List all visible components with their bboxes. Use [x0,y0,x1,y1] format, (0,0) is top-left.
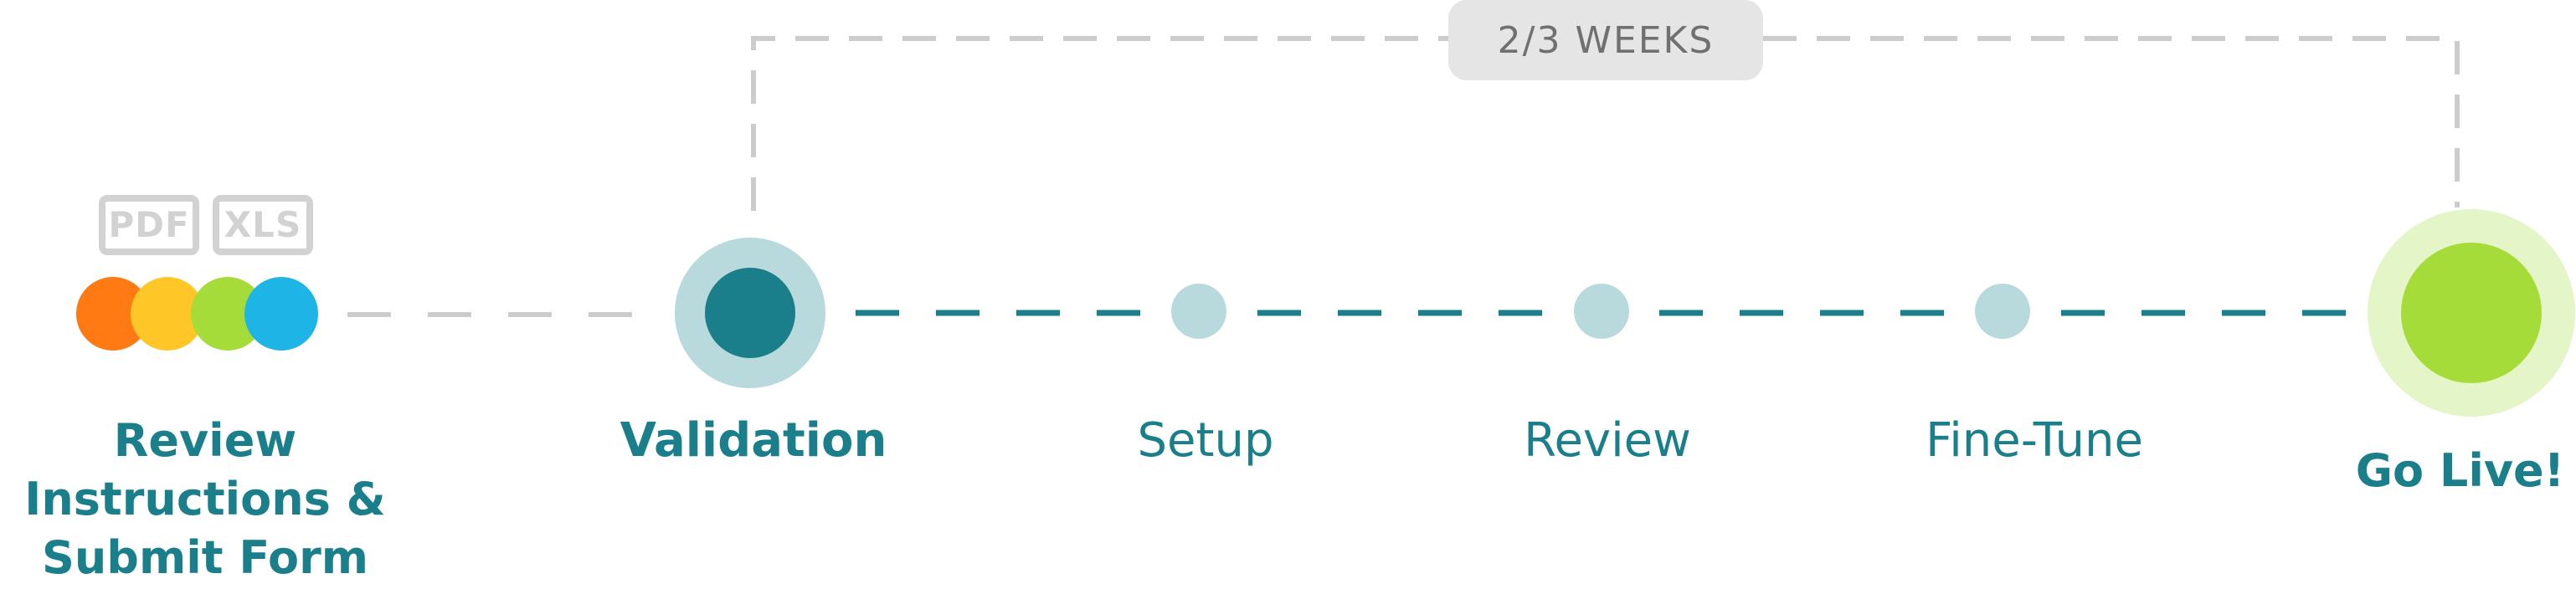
setup-node [1171,284,1226,339]
step-label-go-live: Go Live! [2355,444,2565,497]
color-dot-orange [76,277,150,351]
duration-bracket [751,36,2460,211]
go-live-node-inner [2401,243,2542,383]
step-label-fine-tune: Fine-Tune [1926,413,2143,468]
step-label-validation: Validation [620,413,887,468]
color-dot-yellow [131,277,204,351]
step-label-review: Review [1524,413,1691,468]
xls-file-icon: XLS [213,195,313,255]
duration-badge: 2/3 WEEKS [1448,0,1763,80]
step-label-review-submit: Review Instructions & Submit Form [24,414,386,584]
review-node [1574,284,1629,339]
fine-tune-node [1975,284,2030,339]
color-dot-sky [244,277,318,351]
pdf-file-icon: PDF [99,195,199,255]
color-dot-lime [191,277,265,351]
step-label-setup: Setup [1137,413,1274,468]
validation-node-inner [705,268,795,358]
